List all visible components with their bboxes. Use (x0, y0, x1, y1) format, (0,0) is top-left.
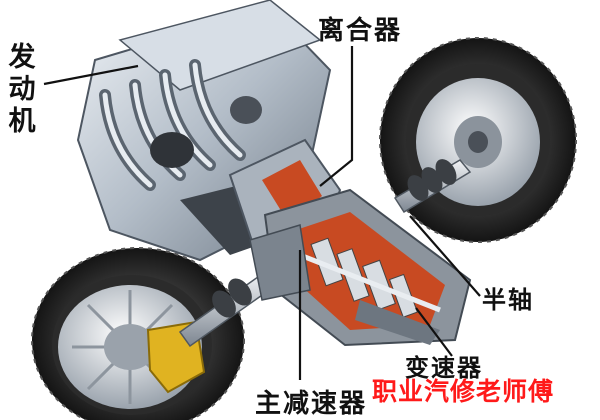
label-half-shaft: 半轴 (482, 286, 534, 314)
leader-clutch (319, 46, 354, 187)
label-gearbox: 变速器 (405, 354, 483, 382)
leader-gearbox (415, 307, 453, 357)
left-wheel (31, 247, 245, 420)
label-engine: 发动机 (8, 42, 38, 137)
half-shafts (178, 159, 472, 348)
label-final-drive: 主减速器 (255, 389, 368, 419)
gearbox-shaft (299, 252, 441, 313)
final-drive-housing (249, 224, 311, 301)
transmission (249, 188, 472, 347)
gearbox-mount (355, 300, 440, 345)
right-wheel (379, 37, 577, 243)
leader-engine (43, 64, 139, 86)
leader-lines (43, 46, 481, 380)
leader-half-shaft (409, 215, 481, 297)
watermark: 职业汽修老师傅 (372, 377, 555, 406)
label-clutch: 离合器 (318, 16, 403, 46)
